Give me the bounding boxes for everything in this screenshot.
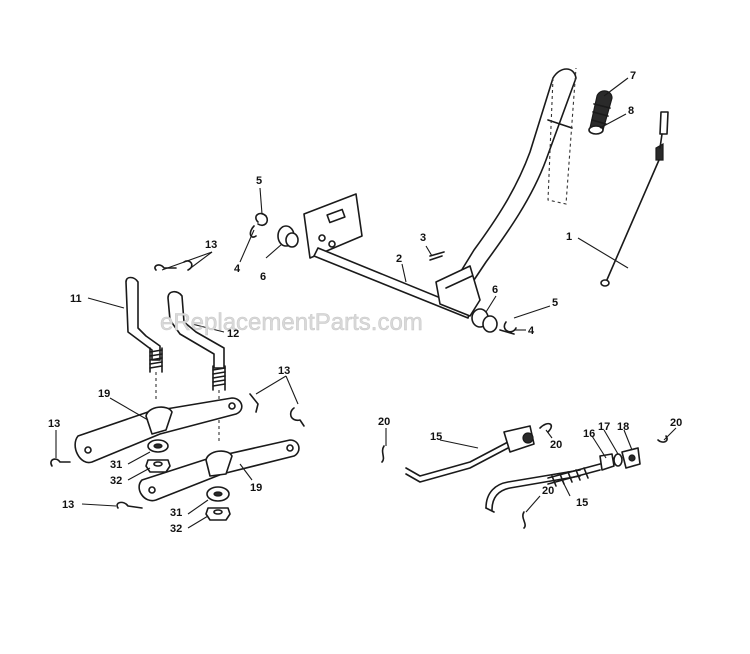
- callout-20-d: 20: [542, 485, 554, 497]
- spring-clip-d: [522, 511, 526, 529]
- callout-32-lower: 32: [170, 523, 182, 535]
- callout-20-b: 20: [550, 439, 562, 451]
- callout-8: 8: [628, 105, 634, 117]
- callout-15-lower: 15: [576, 497, 588, 509]
- callout-20-c: 20: [670, 417, 682, 429]
- bushing-right: [471, 308, 498, 333]
- height-rod-upper: [405, 425, 535, 483]
- callout-16: 16: [583, 428, 595, 440]
- callout-2: 2: [396, 253, 402, 265]
- callout-31-upper: 31: [110, 459, 122, 471]
- washer: [613, 453, 623, 467]
- callout-19-lower: 19: [250, 482, 262, 494]
- mounting-bracket: [303, 193, 363, 259]
- leader-lines: [55, 77, 677, 529]
- nut-lower: [205, 507, 231, 521]
- lift-link-11: [125, 276, 163, 400]
- lift-arm-lower: [138, 439, 300, 502]
- callout-31-lower: 31: [170, 507, 182, 519]
- callout-13-top: 13: [205, 239, 217, 251]
- height-rod-lower: [485, 463, 601, 513]
- hair-pin-bottom: [116, 501, 143, 509]
- callout-7: 7: [630, 70, 636, 82]
- hair-pin-left: [50, 458, 71, 467]
- hair-pin-right: [249, 393, 305, 427]
- retainer-clip-left: [249, 212, 269, 238]
- nut-upper: [145, 459, 171, 473]
- callout-15-upper: 15: [430, 431, 442, 443]
- grip-spring: [588, 125, 604, 135]
- callout-20-a: 20: [378, 416, 390, 428]
- callout-13-left: 13: [48, 418, 60, 430]
- callout-19-upper: 19: [98, 388, 110, 400]
- callout-3: 3: [420, 232, 426, 244]
- callout-labels: 1 2 3 4 4 5 5 6 6 7 8 11 12 13 13 13 13 …: [48, 70, 682, 535]
- callout-5-right: 5: [552, 297, 558, 309]
- callout-13-right: 13: [278, 365, 290, 377]
- spring-clip-a: [381, 445, 385, 463]
- retainer-clip-right: [499, 321, 517, 335]
- callout-13-bottom: 13: [62, 499, 74, 511]
- spring-clip-b: [539, 422, 553, 433]
- bushing-left: [277, 225, 299, 248]
- lift-arm-upper: [74, 397, 243, 464]
- lift-link-12: [167, 290, 226, 444]
- callout-5-left: 5: [256, 175, 262, 187]
- ferrule: [621, 447, 641, 469]
- adjusting-nut: [599, 453, 615, 471]
- callout-6-left: 6: [260, 271, 266, 283]
- watermark-text: eReplacementParts.com: [160, 309, 423, 336]
- spacer-lower: [206, 486, 230, 502]
- callout-12: 12: [227, 328, 239, 340]
- callout-17: 17: [598, 421, 610, 433]
- callout-6-right: 6: [492, 284, 498, 296]
- callout-18: 18: [617, 421, 629, 433]
- callout-4-right: 4: [528, 325, 535, 337]
- cross-shaft: [313, 247, 481, 319]
- lift-rod: [600, 111, 669, 287]
- lift-lever: [457, 67, 577, 287]
- callout-11: 11: [70, 293, 82, 305]
- callout-1: 1: [566, 231, 572, 243]
- callout-32-upper: 32: [110, 475, 122, 487]
- cotter-pin: [429, 251, 445, 261]
- spacer-upper: [147, 439, 169, 453]
- callout-4-left: 4: [234, 263, 241, 275]
